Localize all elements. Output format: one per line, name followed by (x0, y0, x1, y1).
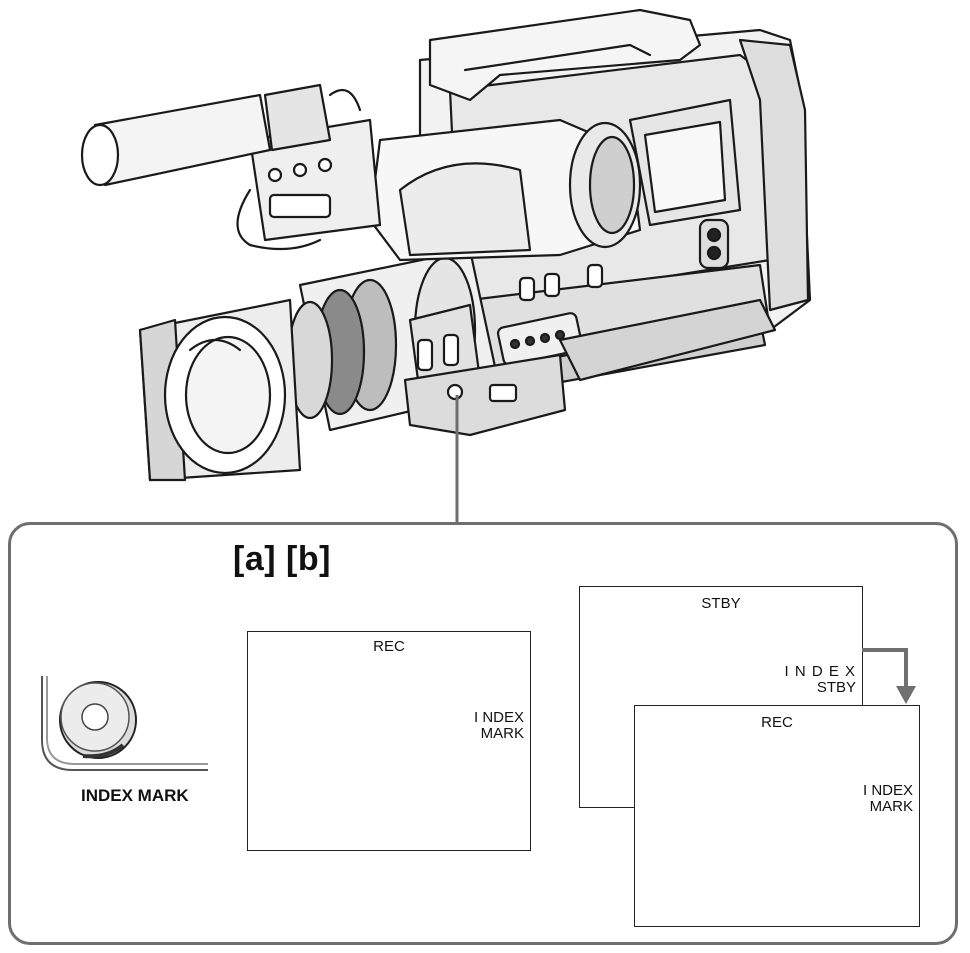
screen-b-standby: STBY I N D E X STBY (579, 586, 863, 808)
screen-b-recording-index-line1: I NDEX (862, 782, 913, 799)
index-mark-label: INDEX MARK (81, 786, 189, 805)
screen-a-index-line2: MARK (480, 725, 524, 742)
screen-b-recording-index-line2: MARK (869, 798, 913, 815)
screen-a: REC I NDEX MARK (247, 631, 531, 851)
ab-header: [a] [b] (233, 540, 331, 578)
screen-a-index-line1: I NDEX (473, 709, 524, 726)
screen-b-standby-status: STBY (701, 595, 741, 612)
screen-b-standby-index-line1: I N D E X (784, 663, 856, 680)
screen-b-standby-index-line2: STBY (816, 679, 856, 696)
index-mark-button-icon (41, 676, 208, 771)
screen-b-recording-status: REC (761, 714, 793, 731)
screen-a-status: REC (373, 638, 405, 655)
explanation-panel (8, 522, 958, 945)
screen-b-recording: REC I NDEX MARK (634, 705, 920, 927)
arrow-down-icon (862, 648, 916, 704)
